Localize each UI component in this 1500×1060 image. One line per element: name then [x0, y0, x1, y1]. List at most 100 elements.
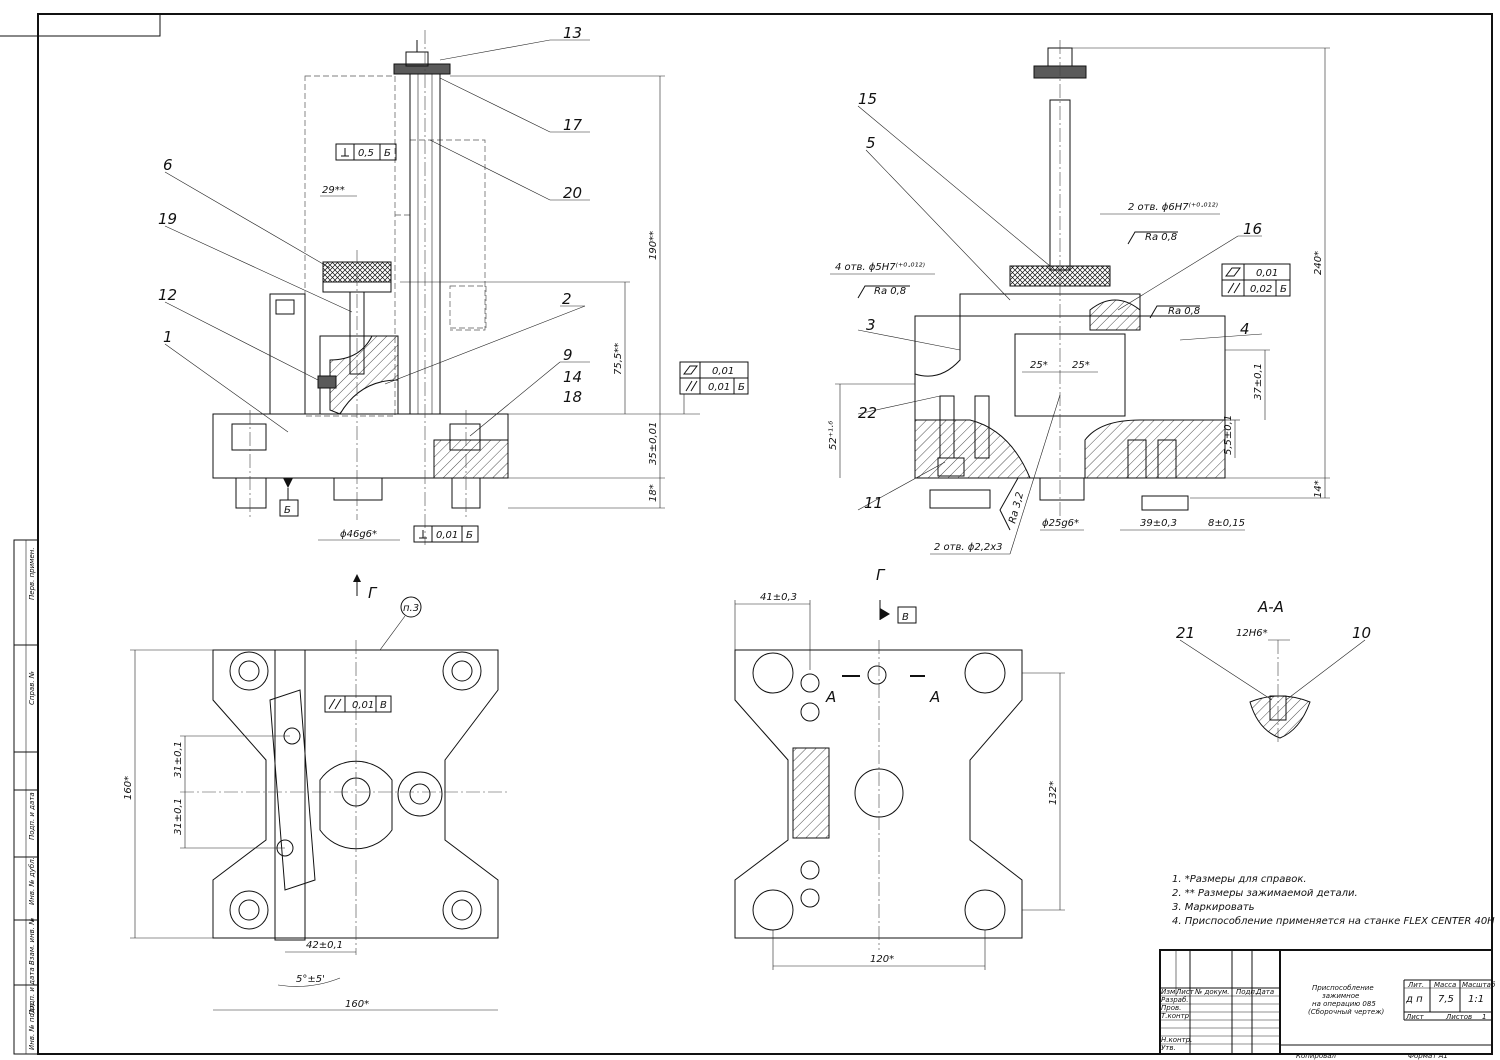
dim-39: 39±0,3 [1140, 518, 1177, 529]
dim-190: 190** [648, 231, 659, 260]
dim-160v: 160* [123, 776, 134, 800]
tb-mass-value: 7,5 [1438, 994, 1454, 1005]
dim-ra08-b: Ra 0,8 [874, 286, 906, 297]
tb-title-3: на операцию 085 [1312, 1000, 1376, 1008]
dim-29: 29** [322, 185, 345, 196]
svg-text:0,5: 0,5 [358, 148, 374, 159]
section-title: А-А [1257, 598, 1284, 616]
dim-55: 5,5±0,1 [1223, 415, 1234, 455]
strip-first-use: Перв. примен. [28, 547, 36, 600]
tol-frame-perp-2: 0,01 Б [413, 525, 479, 543]
balloon-12: 12 [158, 286, 177, 304]
balloon-3: 3 [866, 316, 876, 334]
dim-holes5: 4 отв. ϕ5H7⁽⁺⁰·⁰¹²⁾ [835, 262, 926, 273]
dim-25g6: ϕ25g6* [1042, 518, 1079, 529]
balloon-15: 15 [858, 90, 877, 108]
note-4: 4. Приспособление применяется на станке … [1172, 915, 1495, 927]
tb-lit-header: Лит. [1407, 981, 1424, 989]
tol-frame-perp-1: 0,5 Б [335, 143, 397, 161]
strip-sign-date-2: Подп. и дата [28, 967, 36, 1015]
note-1: 1. *Размеры для справок. [1172, 874, 1307, 885]
svg-text:Б: Б [384, 148, 391, 159]
dim-132: 132* [1048, 781, 1059, 805]
tb-role-approve: Утв. [1161, 1044, 1176, 1052]
dim-41: 41±0,3 [760, 592, 797, 603]
dim-75: 75,5** [613, 343, 624, 375]
dim-120: 120* [870, 954, 894, 965]
balloon-13: 13 [563, 24, 582, 42]
sheet-frame [0, 13, 1493, 1055]
side-strip: Перв. примен. Справ. № Подп. и дата Инв.… [13, 539, 39, 1055]
plan-view-right: Г В А А 41±0,3 132* 120* [734, 566, 1065, 970]
front-view: Б 29** 75,5** 190** 35±0,01 18* ϕ46g6* 0… [212, 30, 749, 545]
dim-ra08-a: Ra 0,8 [1145, 232, 1177, 243]
tb-scale-header: Масштаб [1462, 981, 1496, 989]
balloon-11: 11 [864, 494, 883, 512]
tb-role-ncontr: Н.контр. [1161, 1036, 1192, 1044]
dim-holes6: 2 отв. ϕ6H7⁽⁺⁰·⁰¹²⁾ [1128, 202, 1219, 213]
balloon-6: 6 [163, 156, 173, 174]
dim-12h6: 12H6* [1236, 628, 1268, 639]
balloon-16: 16 [1243, 220, 1262, 238]
svg-text:Б: Б [738, 382, 745, 393]
strip-ref-no: Справ. № [28, 671, 36, 705]
svg-text:0,01: 0,01 [712, 366, 734, 377]
dim-35: 35±0,01 [648, 422, 659, 465]
balloon-2: 2 [562, 290, 572, 308]
dim-5deg: 5°±5' [296, 974, 325, 985]
balloon-18: 18 [563, 388, 582, 406]
dim-holes22: 2 отв. ϕ2,2x3 [934, 542, 1003, 553]
tb-col-doc: № докум. [1194, 988, 1230, 996]
svg-text:В: В [380, 700, 387, 711]
note-2: 2. ** Размеры зажимаемой детали. [1172, 888, 1358, 899]
balloon-22: 22 [858, 404, 877, 422]
balloon-1: 1 [163, 328, 173, 346]
svg-text:Б: Б [466, 530, 473, 541]
section-mark-a-1: А [825, 688, 836, 706]
tol-frame-flat-par: 0,01 0,01 Б [679, 361, 749, 414]
svg-text:0,01: 0,01 [708, 382, 730, 393]
strip-repl-inv: Взам. инв. № [28, 917, 36, 965]
tb-role-tcontr: Т.контр. [1161, 1012, 1191, 1020]
dim-ra08-c: Ra 0,8 [1168, 306, 1200, 317]
note-3: 3. Маркировать [1172, 902, 1255, 913]
section-mark-a-2: А [929, 688, 940, 706]
side-view: 2 отв. ϕ6H7⁽⁺⁰·⁰¹²⁾ Ra 0,8 4 отв. ϕ5H7⁽⁺… [828, 40, 1330, 555]
tb-sheets-value: 1 [1482, 1013, 1486, 1021]
balloon-20: 20 [563, 184, 582, 202]
balloon-9: 9 [563, 346, 573, 364]
tb-lit-value: д п [1405, 994, 1423, 1005]
dim-46: ϕ46g6* [340, 529, 377, 540]
dim-25b: 25* [1072, 360, 1090, 371]
balloon-19: 19 [158, 210, 177, 228]
note-ref-p3: п.3 [403, 603, 419, 614]
title-block: Изм. Лист № докум. Подп. Дата Разраб. Пр… [1159, 949, 1496, 1060]
tb-title-4: (Сборочный чертеж) [1308, 1008, 1385, 1016]
dim-ra32: Ra 3,2 [1007, 491, 1026, 525]
balloon-14: 14 [563, 368, 582, 386]
view-label-g-left: Г [368, 584, 378, 602]
technical-notes: 1. *Размеры для справок. 2. ** Размеры з… [1172, 874, 1495, 927]
side-tol-frame: 0,01 0,02 Б [1221, 263, 1291, 297]
tb-col-izm: Изм. [1161, 988, 1177, 996]
svg-text:0,02: 0,02 [1250, 284, 1272, 295]
balloon-4: 4 [1240, 320, 1250, 338]
tb-title-2: зажимное [1322, 992, 1359, 1000]
leaders [164, 39, 1366, 701]
tb-sheets-label: Листов [1445, 1013, 1472, 1021]
section-a-a: А-А 12H6* [1236, 598, 1311, 745]
balloon-10: 10 [1352, 624, 1371, 642]
strip-sign-date-1: Подп. и дата [28, 792, 36, 840]
dim-160h: 160* [345, 999, 369, 1010]
dim-37: 37±0,1 [1253, 363, 1264, 400]
svg-text:0,01: 0,01 [1256, 268, 1278, 279]
plan-view-left: Г п.3 160* 31±0,1 31±0,1 42±0,1 5°±5' 16… [123, 574, 510, 1011]
datum-b: Б [284, 505, 291, 516]
tb-format: Формат А1 [1408, 1052, 1448, 1060]
dim-18: 18* [648, 484, 659, 502]
balloon-17: 17 [563, 116, 583, 134]
tb-col-list: Лист [1175, 988, 1195, 996]
svg-text:Б: Б [1280, 284, 1287, 295]
dim-14: 14* [1313, 480, 1324, 498]
tb-scale-value: 1:1 [1468, 994, 1484, 1005]
